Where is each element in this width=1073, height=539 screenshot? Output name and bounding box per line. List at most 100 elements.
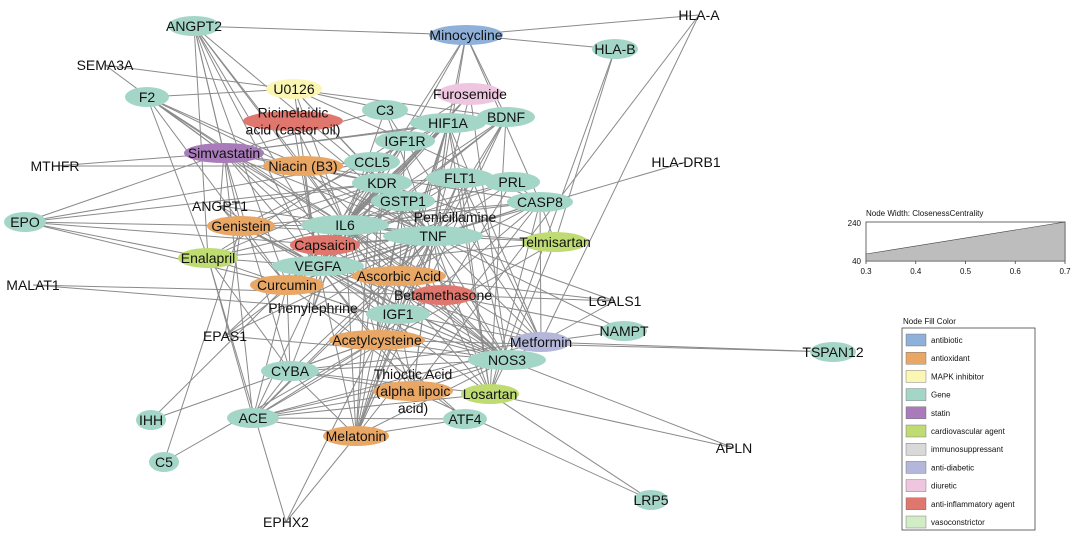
node-hla-a[interactable]: HLA-A — [678, 7, 720, 23]
node-melatonin[interactable]: Melatonin — [323, 426, 389, 446]
node-bdnf[interactable]: BDNF — [477, 107, 535, 127]
node-acetylcysteine[interactable]: Acetylcysteine — [329, 330, 425, 350]
node-label: C5 — [155, 454, 173, 470]
node-label: EPAS1 — [203, 328, 247, 344]
legend-label-antidiabetic: anti-diabetic — [931, 463, 974, 472]
node-capsaicin[interactable]: Capsaicin — [290, 235, 360, 255]
node-apln[interactable]: APLN — [716, 440, 753, 456]
node-cyba[interactable]: CYBA — [261, 361, 319, 381]
edge — [193, 25, 242, 227]
node-layer: ANGPT2 Minocycline HLA-A HLA-B SEMA3A U0126F2… — [4, 7, 864, 530]
node-tspan12[interactable]: TSPAN12 — [802, 342, 864, 362]
legend-label-antibiotic: antibiotic — [931, 336, 963, 345]
node-genistein[interactable]: Genistein — [207, 216, 275, 236]
legend-label-antiinflam: anti-inflammatory agent — [931, 500, 1015, 509]
node-kdr[interactable]: KDR — [352, 173, 412, 193]
edge — [344, 161, 373, 226]
node-penicillamine[interactable]: Penicillamine — [414, 209, 497, 225]
node-label: F2 — [139, 89, 156, 105]
node-epo[interactable]: EPO — [4, 212, 46, 232]
node-igf1r[interactable]: IGF1R — [375, 131, 435, 151]
node-shape — [4, 212, 46, 232]
node-angpt2[interactable]: ANGPT2 — [166, 16, 222, 36]
node-ephx2[interactable]: EPHX2 — [263, 514, 309, 530]
node-nampt[interactable]: NAMPT — [600, 321, 649, 341]
node-shape — [184, 143, 264, 163]
node-hla-drb1[interactable]: HLA-DRB1 — [651, 154, 720, 170]
edge — [432, 235, 542, 343]
node-il6[interactable]: IL6 — [301, 215, 389, 235]
edge — [223, 152, 346, 226]
node-u0126[interactable]: U0126 — [266, 79, 322, 99]
legend-swatch-gene — [905, 388, 927, 401]
node-shape — [207, 216, 275, 236]
node-label: VEGFA — [295, 258, 342, 274]
node-niacin[interactable]: Niacin (B3) — [263, 156, 343, 176]
node-minocycline[interactable]: Minocycline — [429, 25, 503, 45]
node-ascorbicacid[interactable]: Ascorbic Acid — [352, 266, 446, 286]
node-malat1[interactable]: MALAT1 — [6, 277, 60, 293]
node-lgals1[interactable]: LGALS1 — [589, 293, 642, 309]
node-atf4[interactable]: ATF4 — [443, 409, 487, 429]
node-gstp1[interactable]: GSTP1 — [371, 191, 435, 211]
node-shape — [371, 191, 435, 211]
node-sema3a[interactable]: SEMA3A — [77, 57, 134, 73]
edge — [442, 294, 508, 361]
node-shape — [634, 490, 668, 510]
node-c3[interactable]: C3 — [362, 100, 408, 120]
node-losartan[interactable]: Losartan — [461, 384, 519, 404]
edge — [146, 96, 288, 286]
node-f2[interactable]: F2 — [125, 87, 169, 107]
node-hif1a[interactable]: HIF1A — [410, 113, 486, 133]
node-shape — [461, 384, 519, 404]
node-ihh[interactable]: IHH — [136, 410, 166, 430]
edge — [289, 370, 491, 395]
node-shape — [426, 168, 494, 188]
node-curcumin[interactable]: Curcumin — [250, 275, 324, 295]
node-angpt1[interactable]: ANGPT1 — [192, 198, 248, 214]
node-label: Acetylcysteine — [332, 332, 422, 348]
node-igf1[interactable]: IGF1 — [366, 304, 430, 324]
edge — [469, 93, 508, 361]
edge — [381, 182, 508, 361]
node-label: Telmisartan — [519, 234, 591, 250]
edge — [489, 393, 735, 449]
node-epas1[interactable]: EPAS1 — [203, 328, 247, 344]
node-prl[interactable]: PRL — [484, 172, 540, 192]
node-label: Phenylephrine — [268, 300, 358, 316]
node-simvastatin[interactable]: Simvastatin — [184, 143, 264, 163]
edge — [289, 235, 434, 372]
node-shape — [437, 83, 503, 105]
node-vegfa[interactable]: VEGFA — [272, 256, 364, 276]
node-furosemide[interactable]: Furosemide — [433, 83, 507, 105]
node-nos3[interactable]: NOS3 — [468, 350, 546, 370]
node-c5[interactable]: C5 — [149, 452, 179, 472]
node-shape — [810, 342, 856, 362]
node-enalapril[interactable]: Enalapril — [178, 248, 238, 268]
node-label: FLT1 — [444, 170, 476, 186]
node-label: Melatonin — [326, 428, 387, 444]
node-tnf[interactable]: TNF — [383, 226, 483, 246]
node-label: ATF4 — [448, 411, 481, 427]
node-betamethasone[interactable]: Betamethasone — [394, 285, 492, 305]
node-telmisartan[interactable]: Telmisartan — [519, 232, 591, 252]
node-ccl5[interactable]: CCL5 — [344, 152, 400, 172]
node-casp8[interactable]: CASP8 — [507, 192, 573, 212]
node-label: acid) — [398, 400, 428, 416]
node-metformin[interactable]: Metformin — [510, 332, 572, 352]
node-shape — [272, 256, 364, 276]
edge — [146, 96, 209, 259]
node-mthfr[interactable]: MTHFR — [31, 158, 80, 174]
node-label: Curcumin — [257, 277, 317, 293]
legend-swatch-antioxidant — [905, 352, 927, 365]
node-label: EPO — [10, 214, 40, 230]
node-lrp5[interactable]: LRP5 — [633, 490, 669, 510]
node-phenylephrine[interactable]: Phenylephrine — [268, 300, 358, 316]
node-label: Penicillamine — [414, 209, 497, 225]
node-hla-b[interactable]: HLA-B — [592, 39, 638, 59]
node-flt1[interactable]: FLT1 — [426, 168, 494, 188]
legend-swatch-statin — [905, 406, 927, 419]
node-ace[interactable]: ACE — [227, 408, 279, 428]
